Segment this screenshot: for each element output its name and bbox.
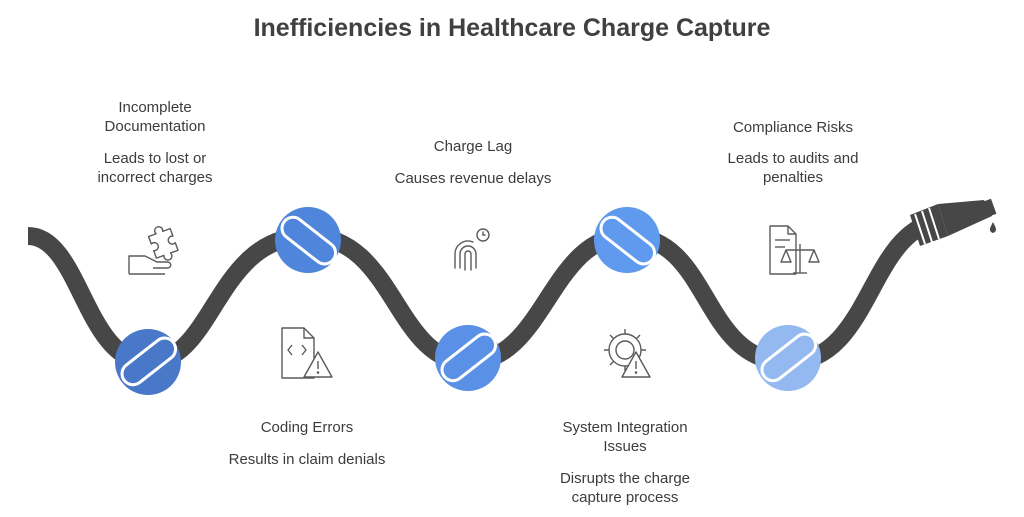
issue-2-title: Coding Errors	[260, 419, 354, 436]
knot-5	[755, 325, 821, 391]
code-file-warning-icon	[281, 327, 333, 379]
knot-1	[115, 329, 181, 395]
issue-2-desc: Results in claim denials	[228, 451, 386, 468]
knot-4	[594, 207, 660, 273]
issue-3-desc: Causes revenue delays	[394, 170, 552, 187]
issue-4-title: System Integration Issues	[562, 419, 688, 455]
document-scales-icon	[769, 225, 820, 275]
nozzle-icon	[910, 198, 997, 246]
issue-1-title: Incomplete Documentation	[104, 99, 206, 135]
page-title: Inefficiencies in Healthcare Charge Capt…	[253, 14, 771, 42]
issue-1-desc: Leads to lost or incorrect charges	[97, 150, 213, 186]
knot-2	[275, 207, 341, 273]
puzzle-hand-icon	[128, 226, 179, 275]
gear-warning-icon	[604, 329, 651, 378]
touch-clock-icon	[454, 228, 490, 271]
issue-5-desc: Leads to audits and penalties	[727, 150, 859, 186]
knot-3	[435, 325, 501, 391]
issue-4-desc: Disrupts the charge capture process	[559, 470, 691, 506]
issue-5-title: Compliance Risks	[732, 119, 854, 136]
issue-3-title: Charge Lag	[433, 138, 513, 155]
